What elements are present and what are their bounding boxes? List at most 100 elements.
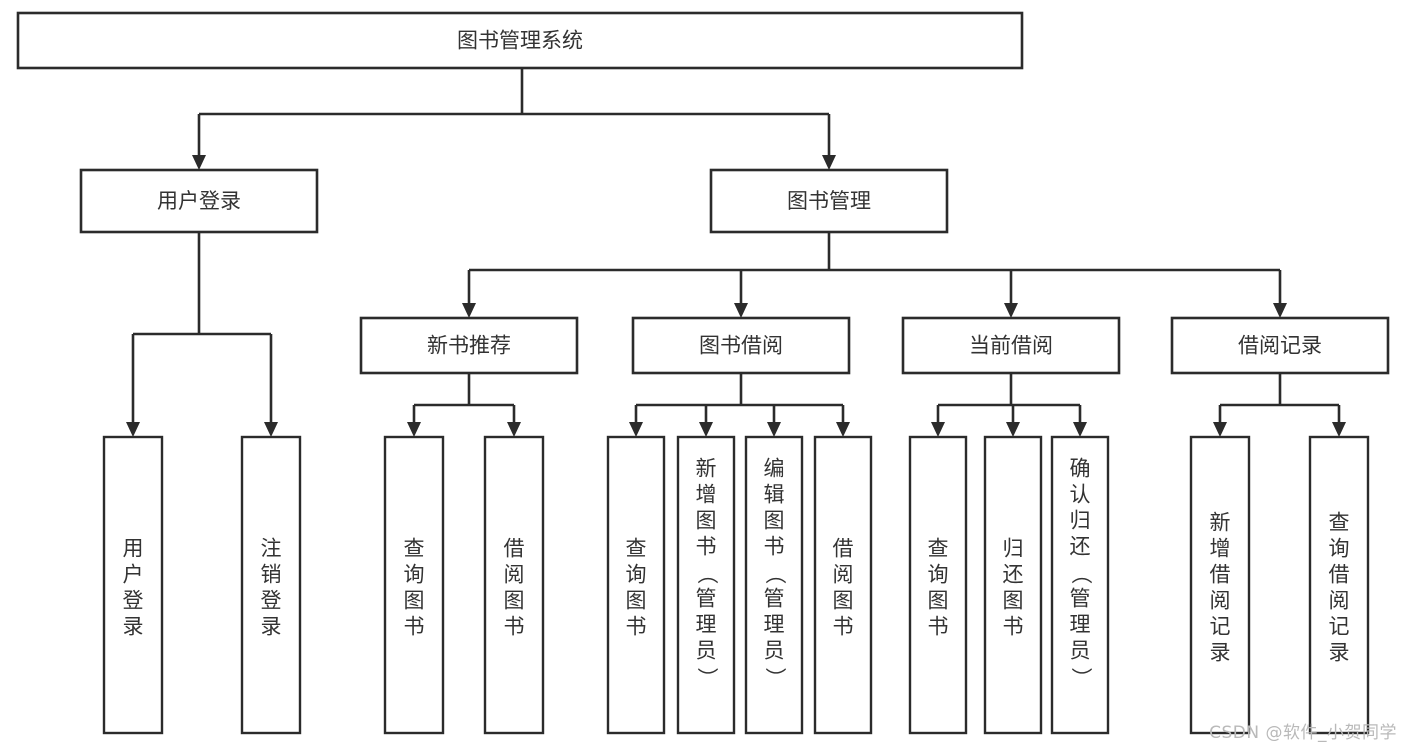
leaf-label-char: 借 [833, 537, 854, 561]
node-label-新书推荐: 新书推荐 [427, 334, 511, 358]
leaf-label-char: 图 [404, 589, 425, 613]
node-layer: 图书管理系统用户登录图书管理新书推荐图书借阅当前借阅借阅记录用户登录注销登录查询… [16, 11, 1390, 735]
leaf-label-char: 录 [1210, 641, 1231, 665]
leaf-label-char: 查 [1329, 511, 1350, 535]
leaf-label-char: 查 [404, 537, 425, 561]
leaf-box-查询图书 [606, 435, 666, 735]
leaf-label-char: 登 [123, 589, 144, 613]
leaf-label-char: 理 [1070, 613, 1091, 637]
node-box-图书管理系统 [16, 11, 1024, 70]
leaf-box-查询图书 [383, 435, 445, 735]
leaf-label-char: 归 [1070, 509, 1091, 533]
node-图书管理系统[interactable]: 图书管理系统 [16, 11, 1024, 70]
leaf-label-char: 还 [1003, 563, 1024, 587]
leaf-label-char: 图 [504, 589, 525, 613]
arrow-to-借阅记录-查询借阅记录-arrowhead [1332, 422, 1346, 437]
leaf-label-char: 管 [696, 587, 717, 611]
leaf-label-char: 询 [626, 563, 647, 587]
arrow-to-当前借阅-确认归还管理员-arrowhead [1073, 422, 1087, 437]
leaf-label-char: 录 [123, 615, 144, 639]
leaf-label-char: 书 [504, 615, 525, 639]
leaf-label-char: 归 [1003, 537, 1024, 561]
node-用户登录[interactable]: 用户登录 [79, 168, 319, 234]
node-图书管理[interactable]: 图书管理 [709, 168, 949, 234]
node-图书借阅[interactable]: 图书借阅 [631, 316, 851, 375]
node-借阅记录[interactable]: 借阅记录 [1170, 316, 1390, 375]
leaf-label-char: 注 [261, 537, 282, 561]
leaf-label-char: 新 [696, 457, 717, 481]
node-label-图书管理系统: 图书管理系统 [457, 29, 583, 53]
node-box-新书推荐 [359, 316, 579, 375]
leaf-label-char: 员 [1070, 639, 1091, 663]
leaf-label-char: 询 [1329, 537, 1350, 561]
leaf-label-char: 图 [1003, 589, 1024, 613]
leaf-label-char: 录 [1329, 641, 1350, 665]
node-box-用户登录 [79, 168, 319, 234]
leaf-label-char: 管 [764, 587, 785, 611]
node-box-图书管理 [709, 168, 949, 234]
leaf-label-char: 图 [764, 509, 785, 533]
leaf-label-char: 增 [1210, 537, 1231, 561]
arrow-to-用户登录-注销登录-arrowhead [264, 422, 278, 437]
node-新书推荐[interactable]: 新书推荐 [359, 316, 579, 375]
connector-layer [126, 68, 1346, 437]
leaf-label-char: 编 [764, 457, 785, 481]
leaf-label-char: 查 [626, 537, 647, 561]
leaf-label-char: 户 [123, 563, 144, 587]
arrow-to-新书推荐-arrowhead [462, 303, 476, 318]
leaf-用户登录-用户登录[interactable]: 用户登录 [102, 435, 164, 735]
leaf-label-char: 书 [626, 615, 647, 639]
leaf-label-char: ） [1069, 667, 1093, 688]
leaf-label-char: 书 [404, 615, 425, 639]
arrow-to-新书推荐-借阅图书-arrowhead [507, 422, 521, 437]
leaf-label-char: 阅 [833, 563, 854, 587]
leaf-label-char: 阅 [504, 563, 525, 587]
leaf-box-用户登录 [102, 435, 164, 735]
leaf-box-编辑图书管理员 [744, 435, 804, 735]
leaf-box-归还图书 [983, 435, 1043, 735]
node-box-当前借阅 [901, 316, 1121, 375]
arrow-to-当前借阅-arrowhead [1004, 303, 1018, 318]
leaf-label-char: 阅 [1329, 589, 1350, 613]
leaf-label-char: 图 [928, 589, 949, 613]
arrow-to-图书借阅-arrowhead [734, 303, 748, 318]
leaf-label-char: 阅 [1210, 589, 1231, 613]
leaf-label-char: （ [1069, 563, 1093, 584]
leaf-label-char: 借 [1210, 563, 1231, 587]
node-label-用户登录: 用户登录 [157, 189, 241, 213]
leaf-label-用户登录: 用户登录 [123, 537, 144, 639]
leaf-label-char: 图 [696, 509, 717, 533]
leaf-label-char: 借 [1329, 563, 1350, 587]
node-当前借阅[interactable]: 当前借阅 [901, 316, 1121, 375]
leaf-label-char: 员 [696, 639, 717, 663]
leaf-label-char: 新 [1210, 511, 1231, 535]
leaf-label-char: 图 [626, 589, 647, 613]
leaf-label-char: 增 [696, 483, 717, 507]
leaf-box-查询图书 [908, 435, 968, 735]
node-label-图书管理: 图书管理 [787, 189, 871, 213]
arrow-to-用户登录-用户登录-arrowhead [126, 422, 140, 437]
